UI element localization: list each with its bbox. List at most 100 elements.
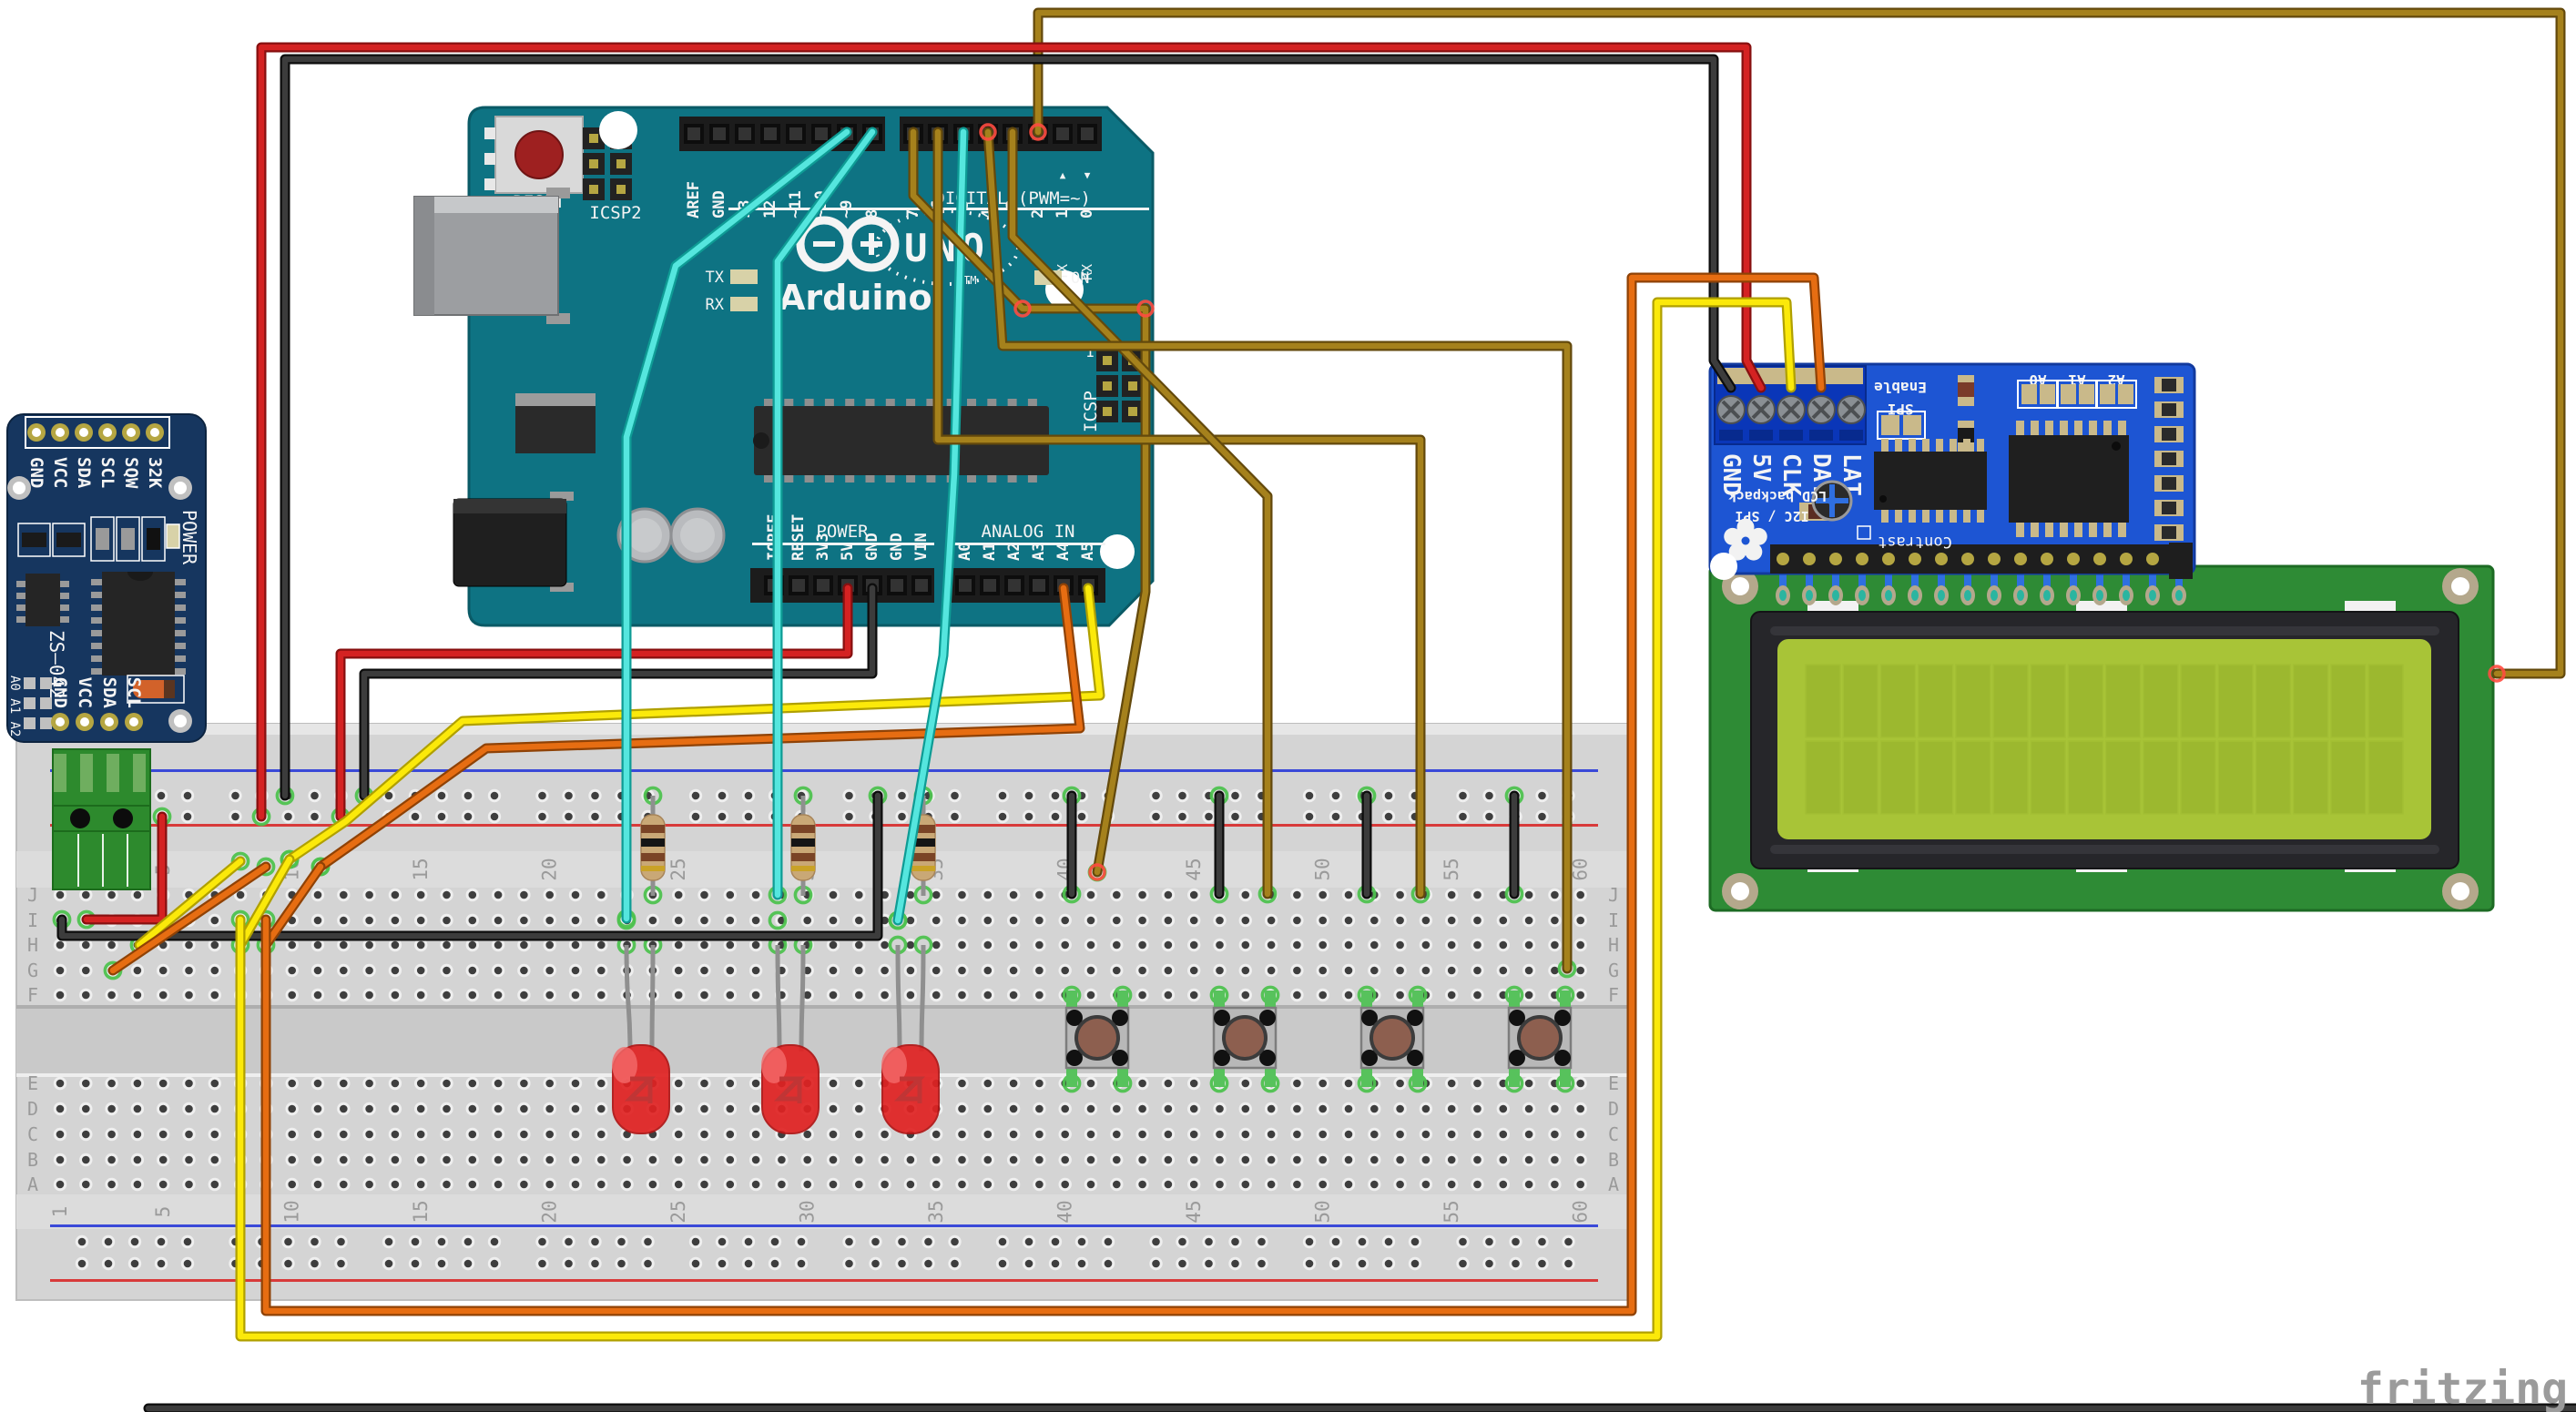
wire-rtc-gnd-row[interactable] (56, 790, 883, 941)
label: A3 (1030, 543, 1048, 561)
label: SCL (124, 677, 144, 708)
rtc-terminal-block[interactable] (52, 748, 151, 890)
label: A (1608, 1173, 1619, 1195)
pushbutton-4[interactable] (1507, 990, 1573, 1087)
label: 7 (904, 209, 922, 218)
wire-scl-link[interactable] (260, 861, 326, 950)
i2c-expander-ic (2009, 421, 2129, 537)
label: I (1608, 909, 1619, 931)
label: SDA (99, 677, 119, 709)
label: GND (888, 533, 906, 561)
rtc-ds3231-chip (91, 572, 186, 676)
label: RX (706, 296, 725, 314)
reset-button[interactable] (484, 116, 594, 194)
label: A4 (1054, 543, 1073, 561)
label: GND (1717, 453, 1745, 496)
wire-a4-scl[interactable] (315, 583, 1085, 872)
power-jack (453, 492, 574, 592)
label: SPI (1888, 401, 1914, 418)
label: POWER (178, 510, 200, 565)
digital-header-right[interactable] (900, 117, 1102, 151)
pushbutton-3[interactable] (1359, 990, 1425, 1087)
wire-a5-sda[interactable] (284, 583, 1105, 865)
contrast-potentiometer[interactable] (1811, 480, 1853, 522)
adafruit-flower-logo (1724, 518, 1767, 561)
label: 60 (1570, 858, 1592, 880)
wire-sda-link[interactable] (235, 854, 295, 950)
wire-rtc-sda-jumper[interactable] (134, 856, 246, 950)
wire-arduino-5v-to-rail[interactable] (335, 583, 853, 822)
label: LCD backpack (1728, 488, 1827, 504)
analog-header[interactable] (951, 568, 1105, 603)
label: SCL (97, 457, 117, 488)
label: 5 (152, 1206, 174, 1218)
label: 20 (539, 1200, 561, 1223)
label: 50 (1312, 1200, 1334, 1223)
label: 5V (1747, 453, 1775, 482)
wire-to-backpack-clk[interactable] (235, 297, 1797, 1342)
breadboard-labels: JJIIHHGGFFEEDDCCBBAA11551010151520202525… (27, 858, 1619, 1223)
wire-d6-to-button2[interactable] (932, 127, 1426, 899)
label: GND (26, 457, 46, 488)
label: E (1608, 1072, 1619, 1094)
label: 2 (1029, 209, 1047, 218)
atmega-chip (753, 399, 1049, 483)
led-red-2[interactable] (761, 944, 820, 1134)
label: 35 (925, 1200, 947, 1223)
label: AREF (685, 181, 703, 218)
wire-rail-neg-to-backpack-gnd[interactable] (280, 54, 1736, 801)
wire-d9-to-led1[interactable] (621, 127, 852, 924)
label: 60 (1570, 1200, 1592, 1223)
resistor-1[interactable] (640, 796, 666, 896)
pushbutton-2[interactable] (1212, 990, 1278, 1087)
label: ▼ (1084, 169, 1091, 181)
label: B (27, 1149, 38, 1171)
label: ON (1071, 269, 1089, 288)
label: 20 (539, 858, 561, 880)
wire-d5-to-led3[interactable] (892, 127, 969, 926)
label: A2 (1005, 543, 1023, 561)
digital-header-left[interactable] (679, 117, 885, 151)
label: TM (963, 274, 976, 287)
label: C (27, 1123, 38, 1145)
label: B (1608, 1149, 1619, 1171)
label: A0 A1 A2 (7, 676, 22, 736)
label: 5V (839, 543, 857, 561)
wire-arduino-gnd-to-rail[interactable] (359, 583, 878, 801)
label: Enable (1874, 379, 1927, 396)
arduino-logo (796, 216, 900, 272)
lcd-16x2-display[interactable] (1708, 564, 2495, 912)
label: A (27, 1173, 38, 1195)
label: A0 (956, 543, 974, 561)
wire-rtc-vcc-to-rail[interactable] (81, 811, 168, 925)
usb-connector (413, 188, 570, 324)
wire-d8-to-led2[interactable] (772, 127, 878, 900)
led-red-3[interactable] (881, 944, 940, 1134)
led-red-1[interactable] (612, 944, 670, 1134)
label: CLK (1777, 453, 1805, 496)
label: 32K (145, 457, 165, 489)
label: 0 (1078, 209, 1096, 218)
label: 15 (410, 858, 432, 880)
wire-d4-to-button4[interactable] (983, 127, 1573, 974)
wire-d2-to-lcd[interactable] (1033, 7, 2566, 679)
label: F (27, 984, 38, 1006)
label: SQW (121, 457, 141, 489)
fritzing-watermark: fritzing (2357, 1364, 2568, 1412)
label: J (1608, 884, 1619, 906)
label: GND (50, 677, 70, 708)
wire-d3-to-button3[interactable] (1007, 127, 1273, 899)
label: 55 (1441, 858, 1462, 880)
wire-to-backpack-dat[interactable] (260, 272, 1827, 1316)
wire-rail-pos-to-backpack-5v[interactable] (256, 42, 1767, 822)
label: I2C / SPI (1735, 508, 1808, 524)
pushbutton-1[interactable] (1064, 990, 1130, 1087)
label: GND (710, 190, 728, 218)
resistor-2[interactable] (790, 796, 816, 896)
lcd-character-grid (1805, 664, 2404, 815)
wire-rtc-scl-jumper[interactable] (107, 861, 271, 976)
label: ANALOG IN (982, 522, 1075, 542)
